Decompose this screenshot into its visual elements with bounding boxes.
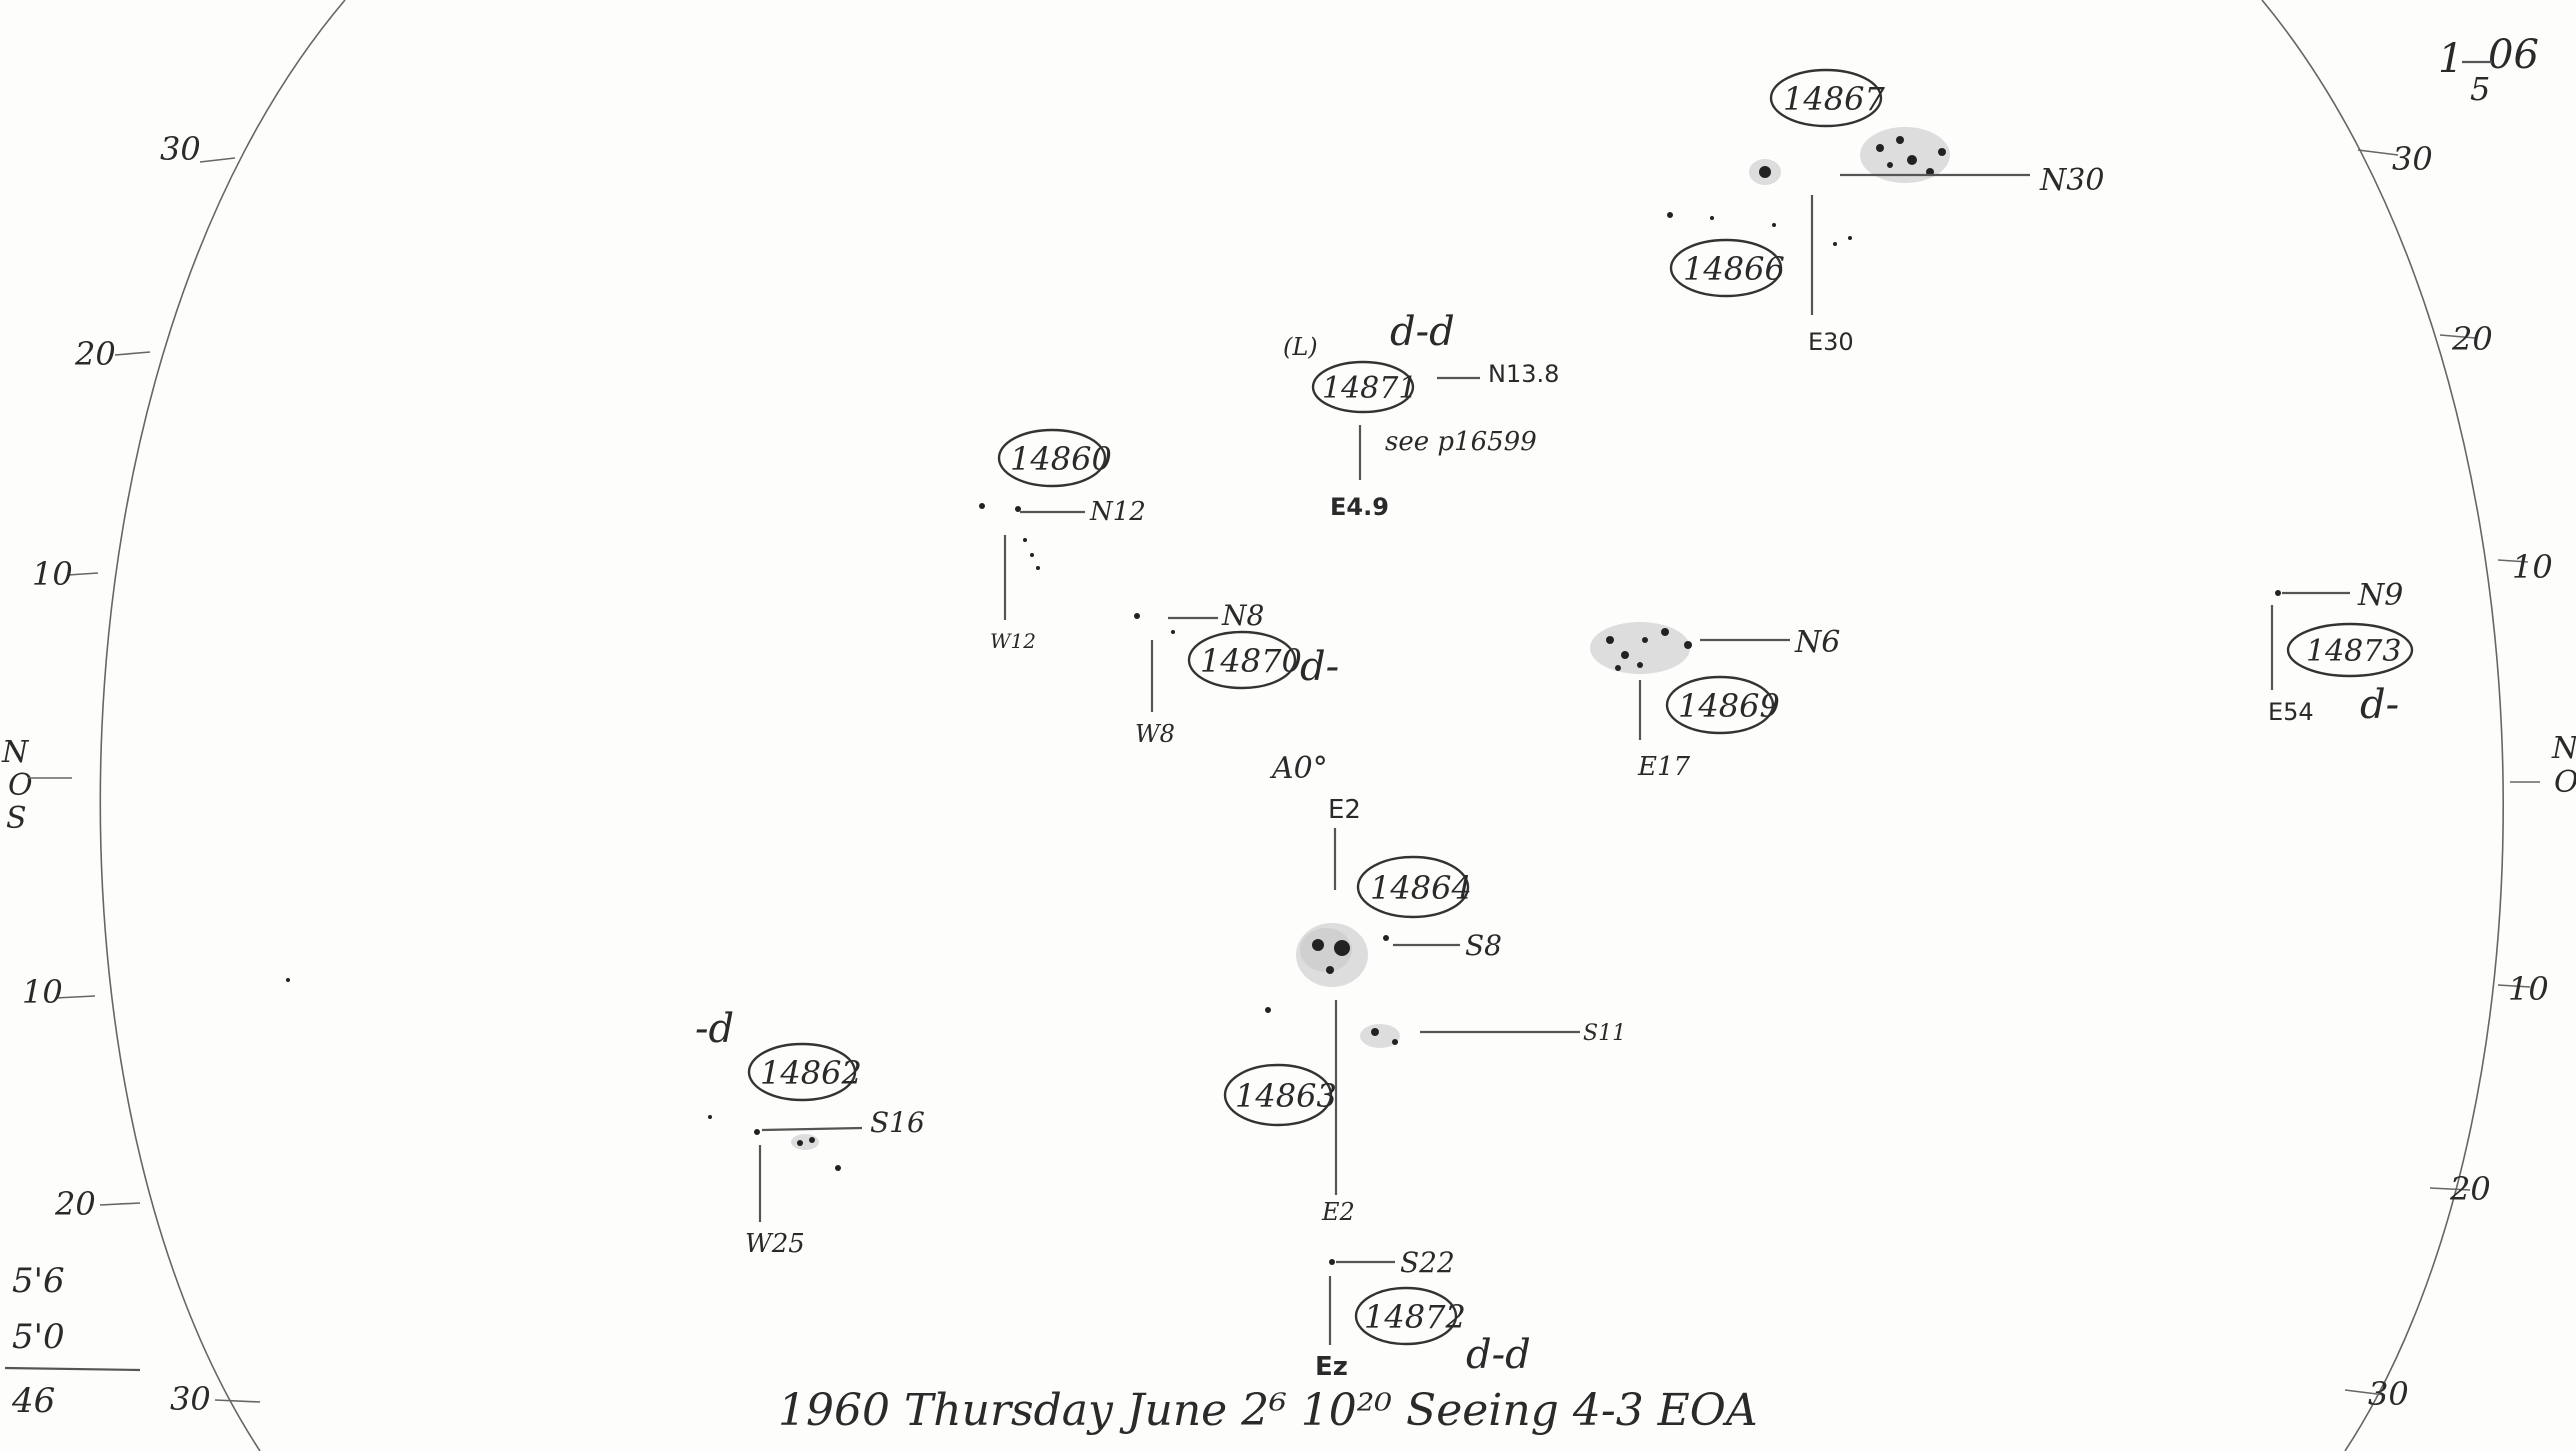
- right-tick-label: 10: [2508, 970, 2549, 1008]
- group-number: 14860: [1010, 440, 1112, 478]
- limb-right: [2261, 0, 2504, 1451]
- group-pos-n: N9: [2357, 578, 2403, 613]
- group-number: 14871: [1322, 371, 1417, 406]
- group-number: 14873: [2306, 634, 2401, 669]
- sheet-number: 1 06 5: [2438, 32, 2539, 108]
- group-pos-n: N13.8: [1488, 360, 1559, 388]
- group-pos-n: N12: [1089, 497, 1146, 527]
- sunspot-group-14860: 14860 N12 W12: [979, 428, 1146, 653]
- sunspot-group-14864: E2 14864 S8: [1296, 795, 1502, 987]
- limb-left: [99, 0, 346, 1451]
- left-tick-label: 30: [170, 1380, 211, 1418]
- group-pos-s: S16: [870, 1106, 925, 1139]
- bottom-left-calculation: 5'6 5'0 46: [4, 1261, 141, 1421]
- edge-n-mark-right: N: [2551, 731, 2576, 766]
- group-note-prefix: (L): [1283, 333, 1318, 361]
- right-tick-label: 20: [2449, 1170, 2491, 1208]
- group-class: -d: [695, 1006, 734, 1052]
- sunspot-group-14869: N6 14869 E17: [1590, 622, 1840, 782]
- group-number: 14870: [1200, 642, 1302, 680]
- group-pos-e: E2: [1328, 795, 1361, 825]
- group-class: d-: [1300, 644, 1339, 690]
- group-number: 14867: [1783, 80, 1885, 118]
- sunspot-group-14862: -d 14862 S16 W25: [695, 1006, 925, 1259]
- sheet-number-bottom: 5: [2470, 70, 2490, 108]
- edge-s-mark: S: [6, 801, 27, 836]
- group-class: d-: [2360, 682, 2399, 728]
- group-pos-w: W25: [745, 1229, 805, 1259]
- sheet-number-mid: 06: [2488, 32, 2539, 78]
- group-pos-n: N30: [2039, 163, 2104, 198]
- edge-o-mark-right: O: [2554, 765, 2576, 800]
- right-tick-label: 30: [2392, 140, 2433, 178]
- footer-observation-note: 1960 Thursday June 2⁶ 10²⁰ Seeing 4-3 EO…: [778, 1385, 1758, 1436]
- sunspot-group-14873: N9 14873 E54 d-: [2268, 578, 2414, 728]
- left-tick-label: 20: [74, 335, 116, 373]
- group-pos-n: N6: [1794, 625, 1840, 660]
- group-pos-e: E54: [2268, 698, 2314, 726]
- right-limb-scale: 30 20 10 10 20 30: [2344, 140, 2553, 1413]
- group-pos-n: N8: [1221, 599, 1264, 632]
- edge-o-mark: O: [8, 768, 33, 803]
- group-pos-e: E17: [1637, 752, 1691, 782]
- group-pos-s: S22: [1400, 1246, 1455, 1279]
- group-pos-w: W8: [1135, 720, 1175, 748]
- group-number: 14869: [1678, 687, 1780, 725]
- group-number: 14866: [1683, 250, 1785, 288]
- left-tick-label: 10: [22, 973, 63, 1011]
- calc-line-1: 5'6: [12, 1261, 65, 1301]
- left-tick-label: 30: [160, 130, 201, 168]
- right-tick-label: 20: [2451, 320, 2493, 358]
- group-reference: see p16599: [1385, 427, 1537, 457]
- group-number: 14864: [1370, 869, 1472, 907]
- sunspot-group-14871: (L) d-d 14871 N13.8 see p16599 E4.9: [1283, 309, 1559, 521]
- group-pos-s: S8: [1465, 929, 1502, 962]
- calc-line-2: 5'0: [12, 1317, 65, 1357]
- right-tick-label: 30: [2368, 1375, 2409, 1413]
- left-tick-label: 20: [54, 1185, 96, 1223]
- group-number: 14872: [1364, 1298, 1466, 1336]
- sunspot-group-14866: 14866: [1669, 238, 1785, 298]
- group-pos-w: W12: [990, 629, 1036, 653]
- sunspot-group-14870: N8 14870 d- W8: [1134, 599, 1339, 748]
- group-pos-e: E2: [1321, 1198, 1355, 1226]
- calc-line-3: 46: [11, 1381, 55, 1421]
- edge-n-mark: N: [1, 735, 30, 770]
- sheet-number-top: 1: [2438, 36, 2463, 82]
- center-marker: A0°: [1269, 751, 1328, 786]
- left-tick-label: 10: [32, 555, 73, 593]
- group-class: d-d: [1466, 1332, 1531, 1378]
- group-pos-e: E4.9: [1330, 493, 1389, 521]
- sunspot-group-14867: 14867 N30 E30: [1667, 68, 2104, 356]
- group-pos-e: E30: [1808, 328, 1854, 356]
- left-limb-scale: 30 20 10 10 20 30: [22, 130, 261, 1418]
- group-pos-s: S11: [1583, 1021, 1626, 1046]
- sunspot-group-14863: S11 14863 E2: [1223, 1000, 1626, 1226]
- group-class: d-d: [1390, 309, 1455, 355]
- right-tick-label: 10: [2512, 548, 2553, 586]
- sunspot-group-14872: S22 14872 d-d Ez: [1315, 1246, 1531, 1382]
- group-pos-e: Ez: [1315, 1352, 1348, 1382]
- group-number: 14862: [760, 1054, 862, 1092]
- group-number: 14863: [1235, 1077, 1337, 1115]
